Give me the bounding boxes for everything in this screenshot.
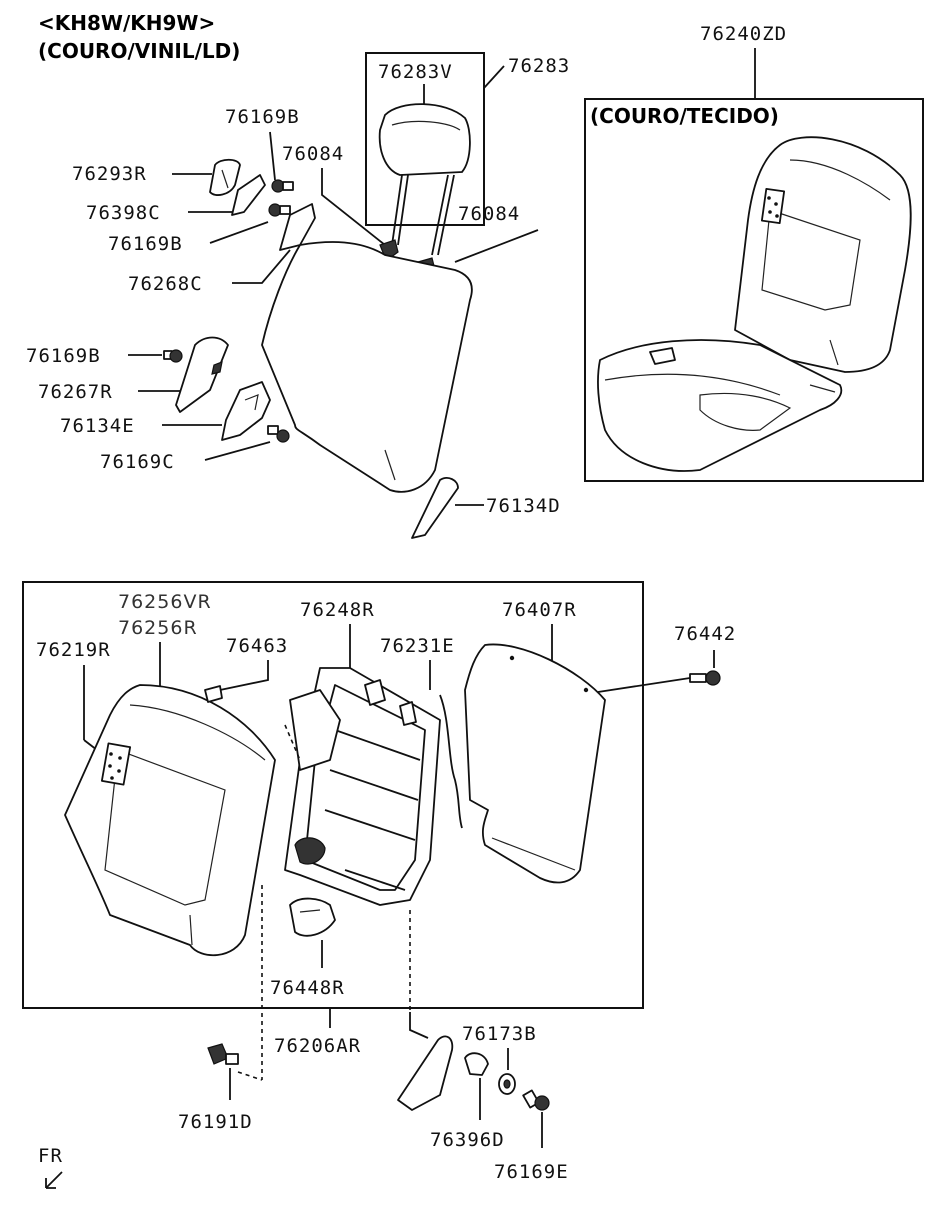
label-76283V: 76283V bbox=[378, 61, 453, 83]
label-76256R: 76256R bbox=[118, 617, 198, 639]
label-76398C: 76398C bbox=[86, 202, 161, 224]
screw-76169E bbox=[522, 1089, 550, 1111]
cover-76134D bbox=[411, 477, 459, 539]
complete-seat-drawing bbox=[597, 136, 912, 472]
label-76407R: 76407R bbox=[502, 599, 577, 621]
cover-lower bbox=[397, 1035, 454, 1111]
cover-76448R bbox=[289, 897, 336, 937]
cover-76268C bbox=[279, 203, 316, 251]
label-76169C: 76169C bbox=[100, 451, 175, 473]
label-76084-right: 76084 bbox=[458, 203, 520, 225]
front-arrow-icon bbox=[45, 1171, 63, 1189]
label-76231E: 76231E bbox=[380, 635, 455, 657]
wire-76231E bbox=[439, 694, 463, 829]
screw-76169B-top bbox=[271, 179, 294, 193]
clip-76396D bbox=[464, 1052, 489, 1076]
label-76248R: 76248R bbox=[300, 599, 375, 621]
front-marker-label: FR bbox=[38, 1145, 63, 1167]
cover-76267R bbox=[175, 336, 229, 413]
label-76134E: 76134E bbox=[60, 415, 135, 437]
label-76268C: 76268C bbox=[128, 273, 203, 295]
cover-76398C bbox=[231, 174, 266, 216]
back-board-76407R bbox=[464, 643, 606, 884]
screw-76169B-low bbox=[163, 349, 183, 363]
variant-code-header: <KH8W/KH9W> bbox=[38, 11, 215, 35]
clip-76191D bbox=[207, 1043, 239, 1065]
alt-material-title: (COURO/TECIDO) bbox=[590, 104, 779, 128]
label-76463: 76463 bbox=[226, 635, 288, 657]
label-76256VR: 76256VR bbox=[118, 591, 212, 613]
screw-76442 bbox=[689, 670, 721, 686]
label-76134D: 76134D bbox=[486, 495, 561, 517]
label-76206AR: 76206AR bbox=[274, 1035, 361, 1057]
screw-76169C bbox=[267, 425, 290, 443]
label-76169B-low: 76169B bbox=[26, 345, 101, 367]
label-76293R: 76293R bbox=[72, 163, 147, 185]
complete-seat-box bbox=[584, 98, 924, 482]
label-76169E: 76169E bbox=[494, 1161, 569, 1183]
label-76442: 76442 bbox=[674, 623, 736, 645]
label-76084-left: 76084 bbox=[282, 143, 344, 165]
seat-back-cover bbox=[64, 684, 276, 957]
label-76448R: 76448R bbox=[270, 977, 345, 999]
label-76267R: 76267R bbox=[38, 381, 113, 403]
seat-back-assembly-box bbox=[22, 581, 644, 1009]
label-76283: 76283 bbox=[508, 55, 570, 77]
bracket-76134E bbox=[221, 381, 271, 441]
seat-back-cushion bbox=[261, 241, 473, 493]
seat-back-frame bbox=[284, 667, 441, 906]
label-76173B: 76173B bbox=[462, 1023, 537, 1045]
label-76169B-mid: 76169B bbox=[108, 233, 183, 255]
headrest-drawing bbox=[378, 103, 471, 256]
label-76191D: 76191D bbox=[178, 1111, 253, 1133]
label-76240ZD: 76240ZD bbox=[700, 23, 787, 45]
variant-material-header: (COURO/VINIL/LD) bbox=[38, 39, 240, 63]
screw-76169B-mid bbox=[268, 203, 291, 217]
label-76396D: 76396D bbox=[430, 1129, 505, 1151]
clip-76463 bbox=[204, 685, 223, 703]
label-76169B-top: 76169B bbox=[225, 106, 300, 128]
label-76219R: 76219R bbox=[36, 639, 111, 661]
